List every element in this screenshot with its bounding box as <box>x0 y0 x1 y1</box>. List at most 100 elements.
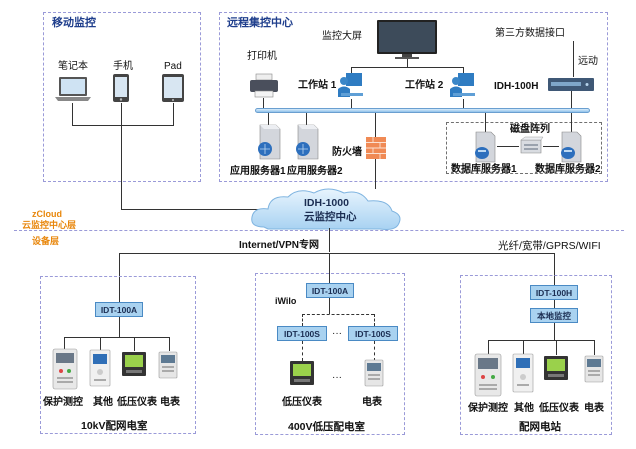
station-w4 <box>594 340 595 355</box>
room10-label-0: 保护测控 <box>43 397 83 408</box>
ws1-label: 工作站 1 <box>298 80 337 91</box>
room400-branch <box>302 314 374 316</box>
room10-panel <box>40 276 196 434</box>
room400-gw-down <box>329 298 330 314</box>
station-title: 配网电站 <box>519 421 561 433</box>
protection-relay-icon <box>52 348 78 390</box>
room10-branch <box>64 337 169 338</box>
iwilo-label: iWilo <box>275 296 297 306</box>
pad-icon <box>162 74 184 102</box>
energy-meter-icon <box>158 351 178 379</box>
cloud-layer-label: 云监控中心层 <box>22 220 77 230</box>
room10-w2 <box>100 337 101 351</box>
ws1-bus-wire <box>351 99 352 108</box>
room10-gw-down <box>119 317 120 337</box>
laptop-label: 笔记本 <box>58 61 88 72</box>
app-server2-label: 应用服务器2 <box>287 166 343 177</box>
room10-label-3: 电表 <box>160 397 180 408</box>
db1-bus-wire <box>485 113 486 135</box>
screen-bridge <box>351 67 463 68</box>
cloud-down-wire <box>329 228 330 252</box>
station-energy-meter-icon <box>584 355 604 383</box>
room10-w3 <box>134 337 135 351</box>
firewall-cloud-wire <box>375 159 376 189</box>
phone-label: 手机 <box>113 61 133 72</box>
mobile-to-cloud-wire <box>121 209 263 210</box>
disk-array-label: 磁盘阵列 <box>510 124 550 135</box>
station-local-monitor: 本地监控 <box>530 308 578 323</box>
firewall-bus-wire <box>375 113 376 138</box>
room400-sub1-up <box>302 314 303 326</box>
other-device-icon <box>89 349 111 387</box>
internet-label: Internet/VPN专网 <box>239 240 320 251</box>
ws2-link <box>463 67 464 77</box>
storage-group <box>446 122 602 174</box>
station-label-0: 保护测控 <box>468 403 508 414</box>
firewall-icon <box>366 137 386 159</box>
laptop-icon <box>55 77 91 101</box>
db2-bus-wire <box>571 113 572 135</box>
room400-dots2: ··· <box>332 372 342 383</box>
ws1-link <box>351 67 352 77</box>
room400-energy-meter-icon <box>364 359 384 387</box>
db-server1-icon <box>475 131 496 163</box>
station-w2 <box>523 340 524 355</box>
room400-gateway: IDT-100A <box>306 283 354 298</box>
station-gateway: IDT-100H <box>530 285 578 300</box>
third-party-label: 第三方数据接口 <box>495 28 565 39</box>
room400-title: 400V低压配电室 <box>288 421 366 433</box>
disk-array-icon <box>520 136 544 154</box>
room400-sub1: IDT-100S <box>277 326 327 341</box>
room400-dots: ··· <box>332 328 342 339</box>
workstation2-icon <box>450 73 475 97</box>
station-gw-down <box>554 300 555 308</box>
printer-icon <box>250 73 278 98</box>
phone-wire <box>121 103 122 209</box>
station-branch <box>488 340 594 341</box>
ws2-label: 工作站 2 <box>405 80 444 91</box>
room10-title: 10kV配网电室 <box>81 420 148 432</box>
lan-bus <box>255 108 590 113</box>
room10-w1 <box>64 337 65 351</box>
lv-meter-icon <box>122 352 146 376</box>
room400-sub2-up <box>374 314 375 326</box>
device-layer-label: 设备层 <box>32 236 60 246</box>
station-w3 <box>556 340 557 355</box>
station-protection-relay-icon <box>474 353 502 397</box>
network-bus <box>119 253 554 254</box>
room400-sub2: IDT-100S <box>348 326 398 341</box>
app-server1-label: 应用服务器1 <box>230 166 286 177</box>
net-room10-wire <box>119 253 120 303</box>
idh-label: IDH-100H <box>494 81 539 92</box>
db-server2-icon <box>561 131 582 163</box>
array-db2-wire <box>543 146 559 147</box>
workstation1-icon <box>338 73 363 97</box>
net-room400-wire <box>329 253 330 283</box>
remote-label: 远动 <box>578 56 598 67</box>
app1-bus-wire <box>268 113 269 126</box>
idh-bus-wire <box>571 91 572 108</box>
station-lv-meter-icon <box>544 356 568 380</box>
room400-lv-wire <box>302 341 303 361</box>
station-other-device-icon <box>512 353 534 393</box>
fiber-label: 光纤/宽带/GPRS/WIFI <box>498 240 601 252</box>
station-local-down <box>554 323 555 340</box>
big-screen-icon <box>377 20 437 59</box>
room10-w4 <box>169 337 170 351</box>
mobile-title: 移动监控 <box>52 17 96 29</box>
screen-wire <box>407 59 408 67</box>
printer-bus-wire <box>263 98 264 108</box>
mobile-monitor-panel <box>43 12 201 182</box>
station-label-1: 其他 <box>514 403 534 414</box>
idh-device-icon <box>548 78 594 91</box>
screen-label: 监控大屏 <box>322 31 362 42</box>
room400-lv-label: 低压仪表 <box>282 397 322 408</box>
room10-gateway: IDT-100A <box>95 302 143 317</box>
app2-bus-wire <box>306 113 307 126</box>
cloud-line1: IDH-1000 <box>304 197 349 209</box>
app-server1-icon <box>258 124 281 160</box>
room400-meter-label: 电表 <box>362 397 382 408</box>
db1-array-wire <box>497 146 519 147</box>
room400-panel <box>255 273 405 435</box>
zcloud-label: zCloud <box>32 209 62 219</box>
